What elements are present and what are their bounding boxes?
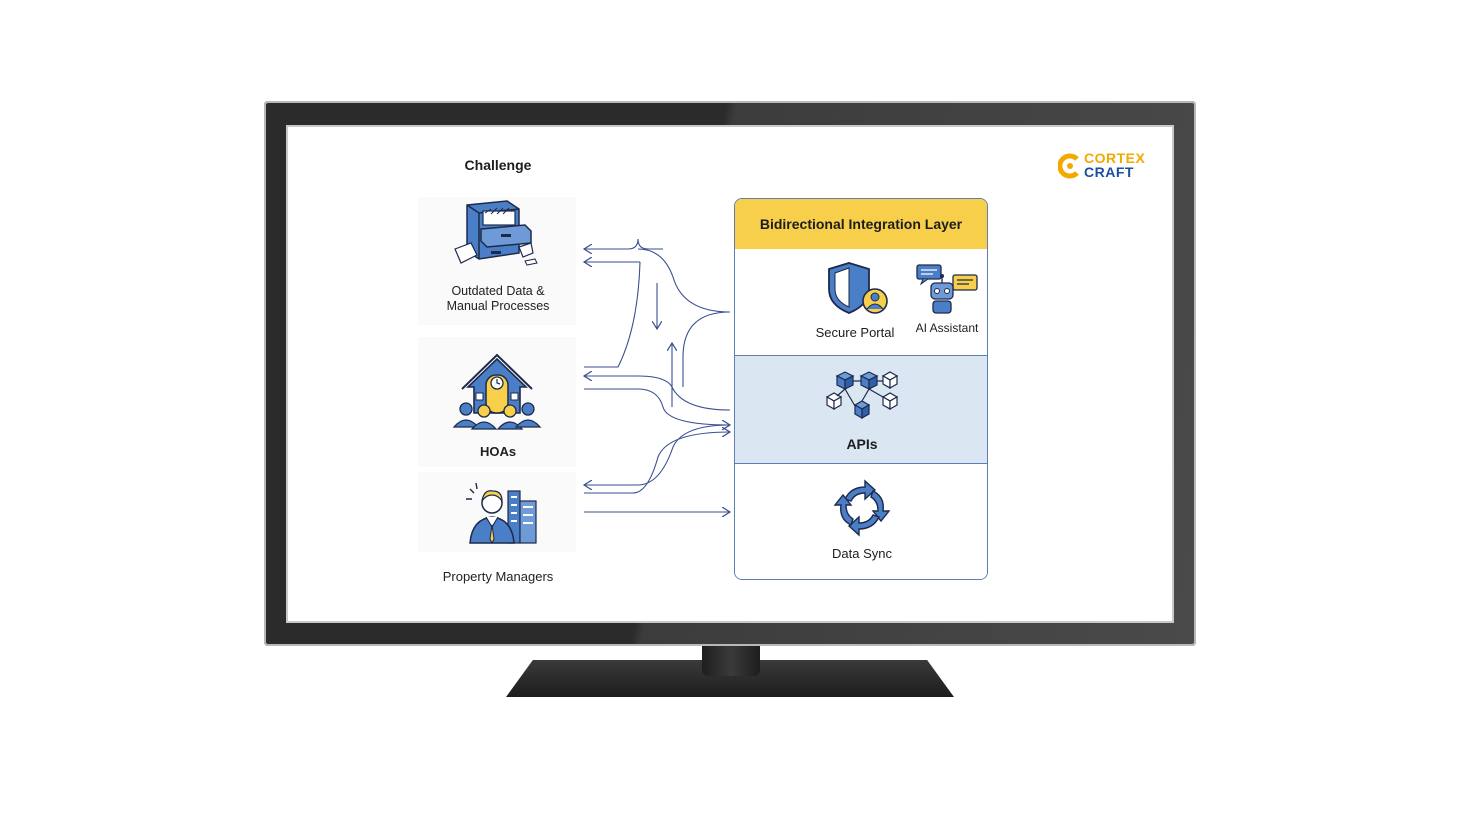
arrow-pm-to-apis [584,432,730,494]
apis-label: APIs [846,436,878,452]
outdated-data-label: Outdated Data & Manual Processes [428,284,568,314]
outdated-data-label-line2: Manual Processes [446,299,550,313]
property-managers-label: Property Managers [442,569,554,584]
property-manager-icon [466,482,537,545]
secure-portal-label: Secure Portal [815,325,895,340]
cortex-craft-logo: CORTEX CRAFT [1058,151,1158,181]
integration-layer-title: Bidirectional Integration Layer [735,199,987,250]
shield-user-icon [828,262,888,314]
arrow-apis-to-pm-1 [584,424,731,485]
hoa-community-icon [452,353,542,430]
arrow-hoa-to-apis [584,388,730,425]
monitor-stand-neck [702,646,760,676]
ai-assistant-label: AI Assistant [915,321,979,335]
outdated-data-label-line1: Outdated Data & [451,284,545,298]
logo-line2: CRAFT [1084,164,1134,180]
arrow-apis-to-hoa [584,376,731,411]
data-sync-section: Data Sync [735,464,987,579]
logo-line1: CORTEX [1084,150,1146,166]
connector-arrows [288,238,1174,623]
ai-assistant-icon [916,264,978,314]
arrow-outdated-to-hoa [584,261,641,368]
challenge-title: Challenge [464,157,532,173]
data-sync-icon [833,479,891,537]
apis-section: APIs [735,356,987,464]
filing-cabinet-icon [454,200,538,266]
hoas-label: HOAs [479,444,517,459]
cortex-craft-logo-icon [1058,153,1079,179]
integration-layer-box: Bidirectional Integration Layer Secure P… [734,198,988,580]
arrow-layer-to-outdated [637,248,731,313]
data-sync-label: Data Sync [832,546,892,561]
api-cubes-icon [825,371,899,420]
monitor-screen: Challenge Outdated Data & Manual Process… [286,125,1174,623]
arrow-to-outdated-1 [584,238,663,249]
arrow-layer-to-hoa [682,311,731,387]
portal-assistant-section: Secure Portal AI Assistant [735,249,987,356]
